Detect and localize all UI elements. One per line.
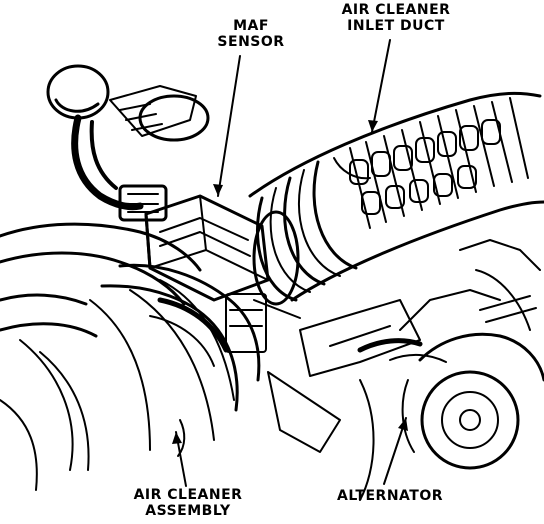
maf-sensor-label-line-2: SENSOR [217,34,285,50]
air-cleaner-assembly-label-line-2: ASSEMBLY [145,503,231,519]
reservoir-cap [46,64,210,142]
maf-sensor-label: MAF SENSOR [214,18,288,50]
inlet-duct-label-line-2: INLET DUCT [347,18,445,34]
maf-sensor [144,194,270,353]
maf-leader-line [217,55,241,197]
inlet-duct-label-line-1: AIR CLEANER [341,2,451,18]
inlet-duct-label: AIR CLEANER INLET DUCT [336,2,456,34]
air-cleaner-assembly [0,222,261,491]
alternator-label-line-1: ALTERNATOR [336,488,444,504]
air-cleaner-assembly-label-line-1: AIR CLEANER [133,487,243,503]
alternator [357,295,544,470]
air-cleaner-arrowhead [172,432,182,444]
inlet-duct-leader-line [371,39,391,133]
maf-sensor-label-line-1: MAF [233,18,269,34]
air-cleaner-inlet-duct [248,91,544,319]
air-cleaner-assembly-label: AIR CLEANER ASSEMBLY [106,487,270,519]
wiring-harness [71,114,168,222]
alternator-arrowhead [398,418,408,431]
engine-bracket [267,239,541,501]
alternator-label: ALTERNATOR [326,488,454,504]
maf-arrowhead [213,184,223,196]
inlet-arrowhead [368,120,378,132]
